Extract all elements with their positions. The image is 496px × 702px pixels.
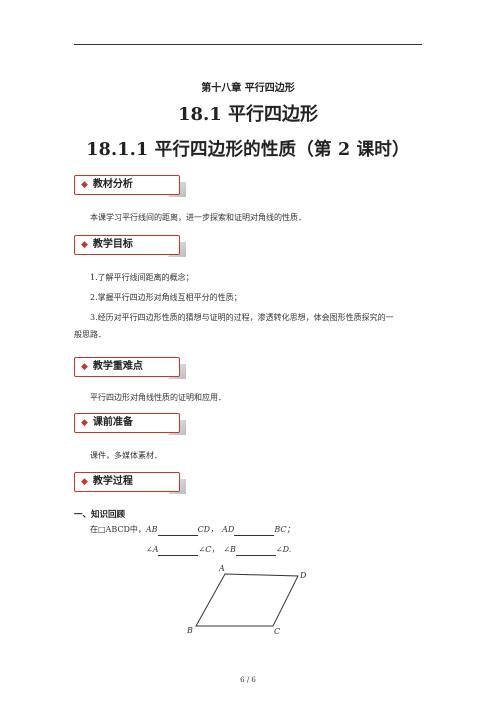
section-badge-analysis: ◆教材分析 xyxy=(74,175,186,197)
review-heading: 一、知识回顾 xyxy=(74,510,126,520)
review-line-2: ∠A∠C，∠B∠D. xyxy=(146,545,292,556)
header-rule xyxy=(74,44,422,45)
section-badge-process: ◆教学过程 xyxy=(74,472,186,494)
prep-text: 课件，多媒体素材． xyxy=(90,451,162,460)
parallelogram-figure: A D B C xyxy=(186,564,307,636)
section-badge-goals: ◆教学目标 xyxy=(74,235,186,257)
diamond-icon: ◆ xyxy=(81,362,88,372)
section-title: 18.1 平行四边形 xyxy=(177,104,319,125)
diamond-icon: ◆ xyxy=(81,240,88,250)
diamond-icon: ◆ xyxy=(81,477,88,487)
goal-item-2: 2.掌握平行四边形对角线互相平分的性质； xyxy=(90,293,242,302)
keypoints-text: 平行四边形对角线性质的证明和应用． xyxy=(90,393,226,402)
section-badge-prep: ◆课前准备 xyxy=(74,413,186,435)
vertex-label-c: C xyxy=(274,627,280,636)
page-number: 6 / 6 xyxy=(240,676,256,684)
goal-item-3: 3.经历对平行四边形性质的猜想与证明的过程，渗透转化思想，体会图形性质探究的一 xyxy=(90,313,394,322)
section-badge-keypoints: ◆教学重难点 xyxy=(74,357,186,379)
diamond-icon: ◆ xyxy=(81,180,88,190)
analysis-text: 本课学习平行线间的距离，进一步探索和证明对角线的性质． xyxy=(90,213,306,222)
vertex-label-a: A xyxy=(218,564,225,573)
vertex-label-d: D xyxy=(299,571,307,580)
diamond-icon: ◆ xyxy=(81,418,88,428)
chapter-title: 第十八章 平行四边形 xyxy=(201,83,295,94)
lesson-title: 18.1.1 平行四边形的性质（第 2 课时） xyxy=(86,140,410,160)
goal-item-1: 1.了解平行线间距离的概念； xyxy=(90,273,194,282)
vertex-label-b: B xyxy=(186,626,193,635)
goal-item-3-cont: 般思路． xyxy=(74,330,106,339)
